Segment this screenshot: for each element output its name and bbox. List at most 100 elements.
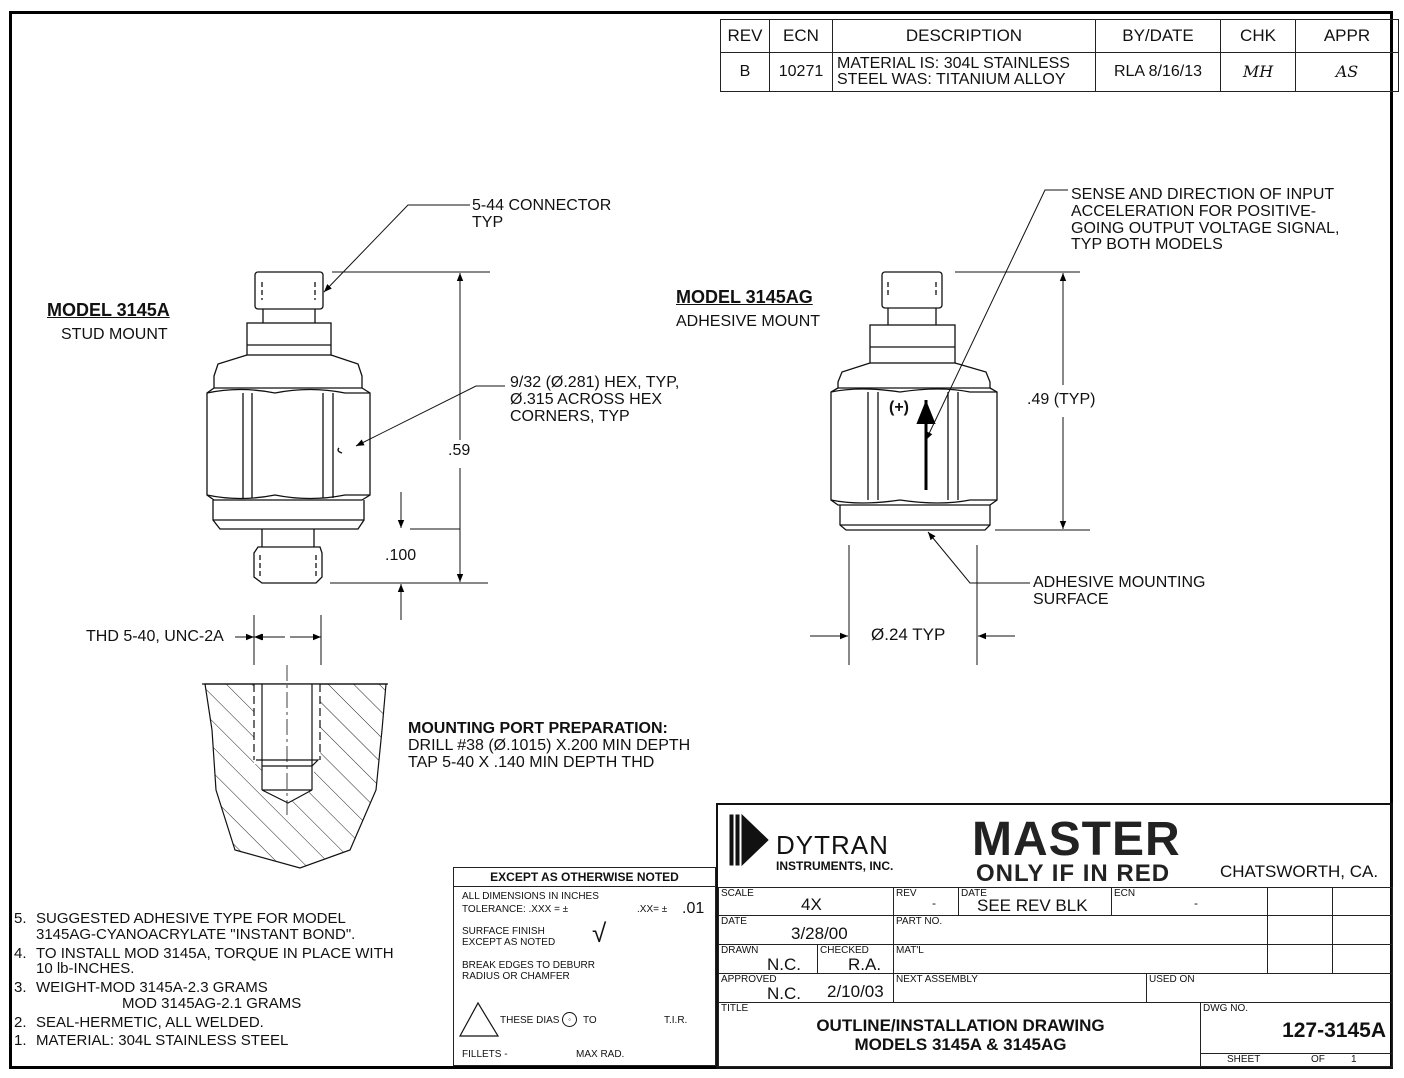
scale-cell: SCALE 4X bbox=[718, 887, 894, 916]
callout-line: Ø.315 ACROSS HEX bbox=[510, 390, 663, 408]
drawn-label: DRAWN bbox=[721, 945, 759, 956]
connector-callout: 5-44 CONNECTOR TYP bbox=[472, 197, 612, 232]
surface-line: EXCEPT AS NOTED bbox=[462, 936, 556, 948]
callout-line: TYP bbox=[472, 213, 504, 231]
callout-line: ACCELERATION FOR POSITIVE- bbox=[1071, 202, 1317, 220]
rev-label: REV bbox=[896, 888, 917, 899]
note-text: MATERIAL: 304L STAINLESS STEEL bbox=[36, 1032, 289, 1050]
tolerance-xx: .XX= ± bbox=[637, 904, 668, 915]
rev-value: - bbox=[932, 896, 936, 910]
date-cell: DATE SEE REV BLK bbox=[958, 887, 1112, 916]
revision-block: REV ECN DESCRIPTION BY/DATE CHK APPR B 1… bbox=[720, 19, 1399, 92]
material-label: MAT'L bbox=[896, 945, 924, 956]
model-3145a-subtitle: STUD MOUNT bbox=[61, 326, 168, 343]
note-line: TO INSTALL MOD 3145A, TORQUE IN PLACE WI… bbox=[36, 944, 394, 962]
tir-label: T.I.R. bbox=[664, 1015, 688, 1026]
callout-line: GOING OUTPUT VOLTAGE SIGNAL, bbox=[1071, 219, 1340, 237]
note-line: 3145AG-CYANOACRYLATE "INSTANT BOND". bbox=[36, 925, 356, 943]
these-dias: THESE DIAS bbox=[500, 1015, 560, 1026]
dwg-no-cell: DWG NO. 127-3145A bbox=[1200, 1002, 1393, 1054]
ecn-value: - bbox=[1194, 896, 1198, 910]
drawing-border bbox=[9, 11, 1393, 1069]
note-text: TO INSTALL MOD 3145A, TORQUE IN PLACE WI… bbox=[36, 944, 394, 978]
blank-cell bbox=[1267, 944, 1333, 974]
note-number: 5. bbox=[14, 910, 27, 927]
used-on-label: USED ON bbox=[1149, 974, 1195, 985]
of-value: 1 bbox=[1351, 1054, 1357, 1065]
note-number: 1. bbox=[14, 1032, 27, 1050]
description-line: MATERIAL IS: 304L STAINLESS bbox=[837, 55, 1070, 72]
concentricity-icon: ◦ bbox=[562, 1012, 577, 1027]
scale-label: SCALE bbox=[721, 888, 754, 899]
datum-triangle-icon bbox=[458, 1001, 500, 1037]
drawn-value: N.C. bbox=[767, 955, 801, 974]
adhesive-surface-callout: ADHESIVE MOUNTING SURFACE bbox=[1033, 574, 1205, 609]
note-number: 3. bbox=[14, 979, 27, 996]
ecn-cell: ECN - bbox=[1111, 887, 1268, 916]
note-number: 4. bbox=[14, 944, 27, 962]
base-ring bbox=[212, 500, 365, 530]
edges-line: RADIUS OR CHAMFER bbox=[462, 970, 570, 982]
tolerance-block: EXCEPT AS OTHERWISE NOTED ALL DIMENSIONS… bbox=[453, 867, 716, 1066]
used-on-cell: USED ON bbox=[1146, 973, 1393, 1003]
hex-body bbox=[830, 387, 998, 506]
collar bbox=[869, 324, 956, 364]
mounting-port-notes: MOUNTING PORT PREPARATION: DRILL #38 (Ø.… bbox=[408, 720, 691, 771]
callout-line: SURFACE bbox=[1033, 590, 1109, 608]
of-label: OF bbox=[1311, 1054, 1325, 1065]
title-block: DYTRAN INSTRUMENTS, INC. MASTER ONLY IF … bbox=[716, 803, 1393, 1069]
date-value: SEE REV BLK bbox=[977, 896, 1088, 915]
positive-label: (+) bbox=[889, 399, 909, 416]
note-line: 10 lb-INCHES. bbox=[36, 960, 135, 978]
ecn-value: 10271 bbox=[769, 52, 833, 92]
model-3145ag-sensor bbox=[830, 271, 998, 531]
dim-stud-length: .100 bbox=[385, 547, 417, 564]
blank-cell bbox=[1267, 915, 1333, 945]
note-number: 2. bbox=[14, 1013, 27, 1031]
thread-label: THD 5-40, UNC-2A bbox=[86, 628, 224, 645]
next-assembly-label: NEXT ASSEMBLY bbox=[896, 974, 978, 985]
model-3145ag-title: MODEL 3145AG bbox=[676, 287, 813, 307]
date2-label: DATE bbox=[721, 916, 747, 927]
model-3145ag-dimensions bbox=[810, 189, 1090, 665]
date2-cell: DATE 3/28/00 bbox=[718, 915, 894, 945]
callout-line: 5-44 CONNECTOR bbox=[472, 197, 612, 214]
tolerance-xx-value: .01 bbox=[682, 900, 705, 917]
dim-height-3145ag: .49 (TYP) bbox=[1027, 391, 1096, 408]
tolerance-header: EXCEPT AS OTHERWISE NOTED bbox=[454, 868, 715, 887]
connector-outline bbox=[881, 271, 943, 309]
title-line: MODELS 3145A & 3145AG bbox=[854, 1034, 1067, 1054]
sheet-label: SHEET bbox=[1227, 1054, 1261, 1065]
rev-cell: REV - bbox=[893, 887, 959, 916]
approved-value: N.C. bbox=[767, 984, 801, 1003]
edges-line: BREAK EDGES TO DEBURR bbox=[462, 960, 595, 971]
hex-top-chamfer bbox=[213, 354, 363, 389]
note-line: MOD 3145AG-2.1 GRAMS bbox=[122, 994, 302, 1012]
title-line: OUTLINE/INSTALLATION DRAWING bbox=[816, 1016, 1105, 1035]
dim-height-3145a: .59 bbox=[448, 442, 471, 459]
hex-callout: 9/32 (Ø.281) HEX, TYP, Ø.315 ACROSS HEX … bbox=[510, 374, 679, 425]
mounting-port-line: DRILL #38 (Ø.1015) X.200 MIN DEPTH bbox=[408, 736, 691, 754]
master-stamp: MASTER bbox=[972, 813, 1181, 866]
note-item: 4. TO INSTALL MOD 3145A, TORQUE IN PLACE … bbox=[14, 944, 394, 978]
chk-signature: MH bbox=[1220, 52, 1296, 92]
max-rad-label: MAX RAD. bbox=[576, 1049, 625, 1060]
tolerance-xxx: TOLERANCE: .XXX = ± bbox=[462, 904, 569, 915]
mounting-port-section bbox=[202, 665, 388, 869]
dim-diameter: Ø.24 TYP bbox=[871, 625, 946, 644]
drawing-title: OUTLINE/INSTALLATION DRAWING MODELS 3145… bbox=[719, 1016, 1202, 1054]
mounting-port-title: MOUNTING PORT PREPARATION: bbox=[408, 720, 668, 737]
model-3145a-title: MODEL 3145A bbox=[47, 300, 170, 320]
checked-cell: CHECKED R.A. bbox=[817, 944, 894, 974]
approved-date: 2/10/03 bbox=[827, 982, 884, 1001]
blank-cell bbox=[1267, 887, 1333, 916]
surface-finish-symbol-icon: √ bbox=[592, 918, 607, 948]
blank-cell bbox=[1332, 915, 1393, 945]
note-line: SUGGESTED ADHESIVE TYPE FOR MODEL bbox=[36, 910, 346, 927]
model-3145a-sensor bbox=[206, 271, 371, 584]
